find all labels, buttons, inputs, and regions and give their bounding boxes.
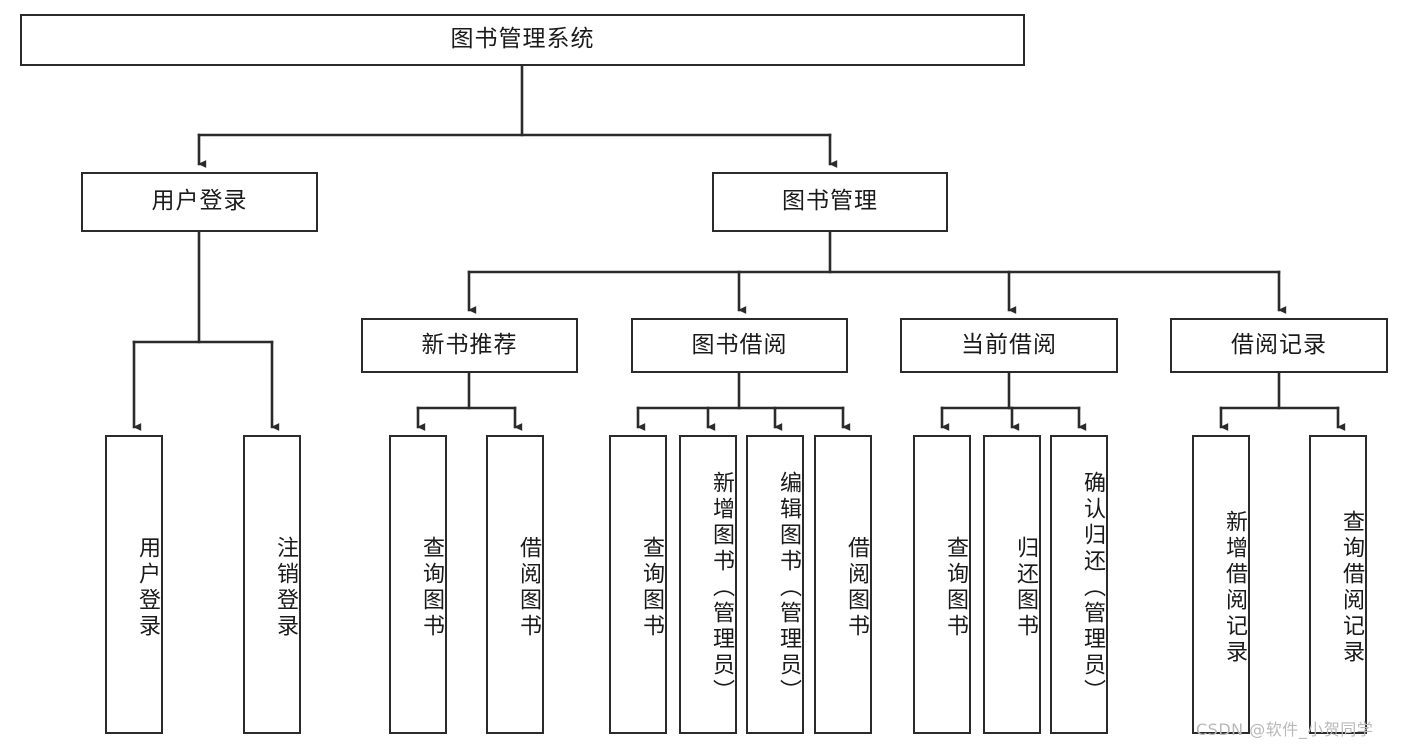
node-book-management-label: 图书管理	[782, 188, 878, 215]
leaf-borrow-book-1[interactable]: 借阅图书	[486, 435, 544, 734]
leaf-borrow-book-2[interactable]: 借阅图书	[814, 435, 872, 734]
leaf-edit-book-admin[interactable]: 编辑图书（管理员）	[746, 435, 804, 734]
leaf-add-book-admin-label: 新增图书（管理员）	[709, 470, 734, 705]
leaf-return-book-label: 归还图书	[1013, 535, 1038, 640]
node-root[interactable]: 图书管理系统	[20, 14, 1025, 66]
leaf-add-book-admin[interactable]: 新增图书（管理员）	[679, 435, 737, 734]
leaf-confirm-return-admin-label: 确认归还（管理员）	[1080, 470, 1105, 705]
leaf-query-book-3[interactable]: 查询图书	[913, 435, 971, 734]
leaf-return-book[interactable]: 归还图书	[983, 435, 1041, 734]
leaf-confirm-return-admin[interactable]: 确认归还（管理员）	[1050, 435, 1108, 734]
node-root-label: 图书管理系统	[450, 26, 595, 53]
node-borrow-record-label: 借阅记录	[1231, 331, 1327, 358]
node-current-borrow-label: 当前借阅	[961, 331, 1057, 358]
leaf-user-login-label: 用户登录	[135, 535, 160, 640]
leaf-query-book-1[interactable]: 查询图书	[389, 435, 447, 734]
leaf-user-logout[interactable]: 注销登录	[243, 435, 301, 734]
leaf-query-book-2-label: 查询图书	[639, 535, 664, 640]
leaf-query-book-3-label: 查询图书	[943, 535, 968, 640]
node-borrow-record[interactable]: 借阅记录	[1170, 318, 1388, 373]
node-current-borrow[interactable]: 当前借阅	[900, 318, 1118, 373]
node-book-borrow-label: 图书借阅	[691, 331, 788, 358]
leaf-add-borrow-record-label: 新增借阅记录	[1222, 509, 1247, 666]
node-user-login-label: 用户登录	[151, 188, 248, 215]
csdn-watermark: CSDN @软件_小贺同学	[1196, 720, 1374, 739]
leaf-query-book-1-label: 查询图书	[419, 535, 444, 640]
leaf-user-login[interactable]: 用户登录	[105, 435, 163, 734]
leaf-edit-book-admin-label: 编辑图书（管理员）	[776, 470, 801, 705]
leaf-query-book-2[interactable]: 查询图书	[609, 435, 667, 734]
node-new-book-recommend[interactable]: 新书推荐	[361, 318, 578, 373]
node-book-management[interactable]: 图书管理	[712, 172, 948, 232]
leaf-user-logout-label: 注销登录	[273, 535, 298, 640]
node-user-login[interactable]: 用户登录	[81, 172, 318, 232]
leaf-borrow-book-1-label: 借阅图书	[516, 535, 541, 640]
leaf-add-borrow-record[interactable]: 新增借阅记录	[1192, 435, 1250, 734]
leaf-borrow-book-2-label: 借阅图书	[844, 535, 869, 640]
node-book-borrow[interactable]: 图书借阅	[631, 318, 848, 373]
leaf-query-borrow-record-label: 查询借阅记录	[1339, 509, 1364, 666]
leaf-query-borrow-record[interactable]: 查询借阅记录	[1309, 435, 1367, 734]
node-new-book-recommend-label: 新书推荐	[421, 331, 518, 358]
